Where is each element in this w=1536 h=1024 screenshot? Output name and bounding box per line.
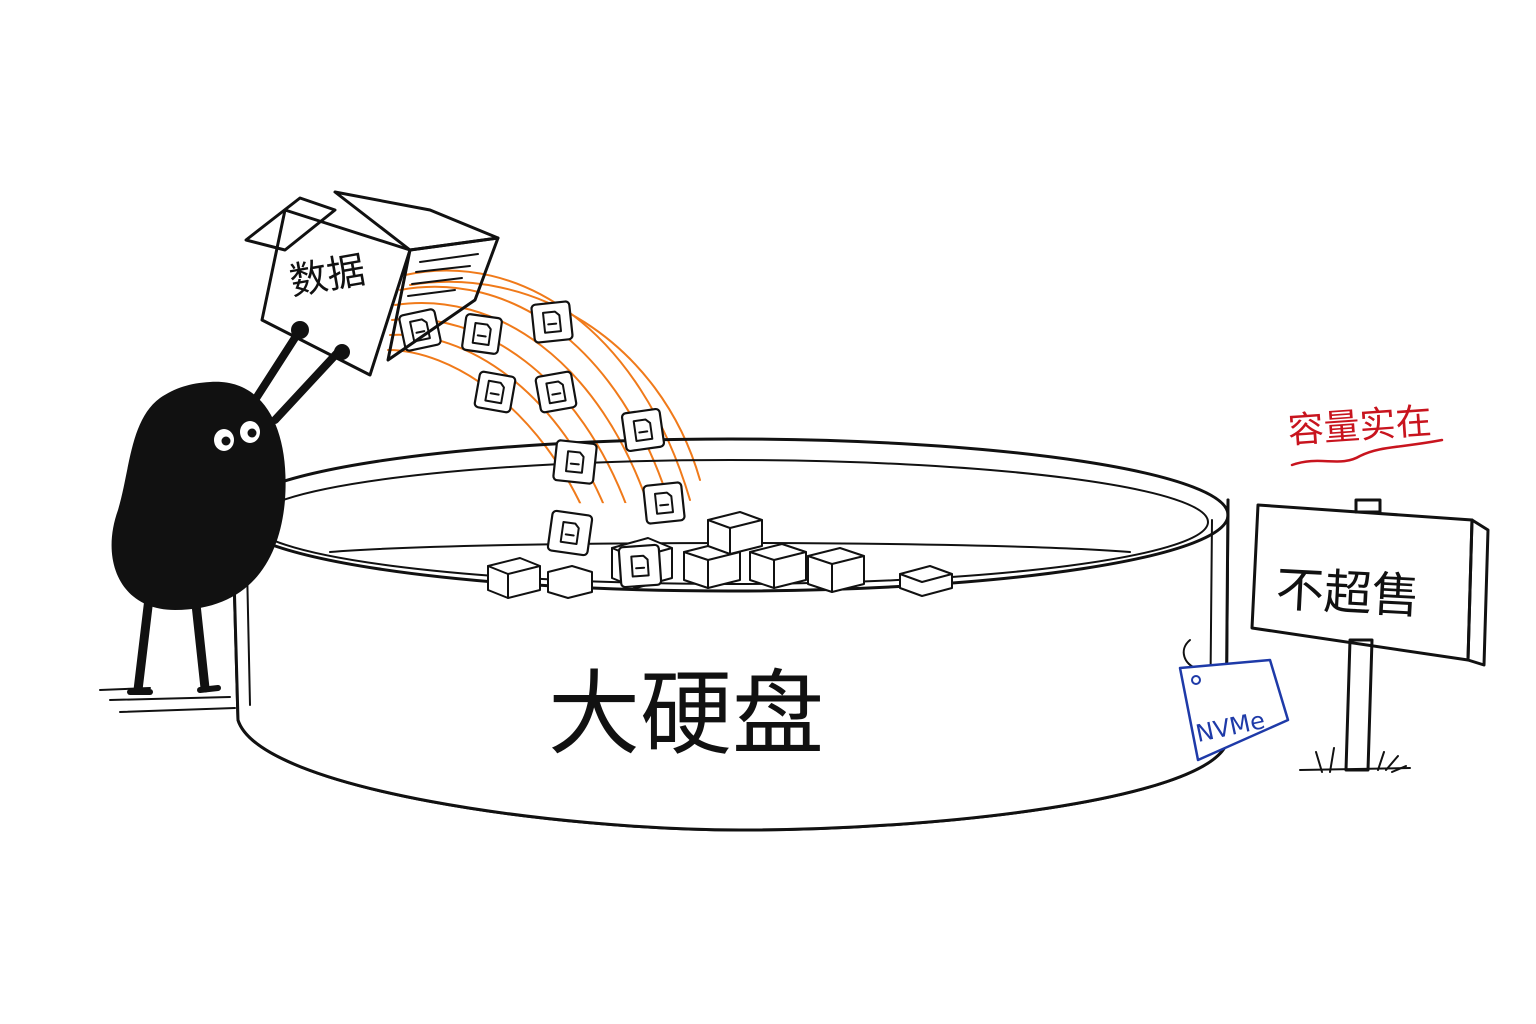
disk-label: 大硬盘 <box>548 661 824 768</box>
capacity-note-label: 容量实在 <box>1287 401 1434 452</box>
file-icon <box>530 300 574 344</box>
file-icon <box>534 370 578 414</box>
hard-disk <box>230 437 1230 832</box>
file-icon <box>546 509 594 557</box>
file-icon <box>461 313 503 355</box>
cube <box>487 557 541 599</box>
sign-label: 不超售 <box>1274 562 1421 625</box>
nvme-tag: NVMe <box>1178 639 1290 762</box>
cube <box>749 543 807 589</box>
capacity-note: 容量实在 <box>1287 401 1444 467</box>
black-blob-character <box>111 321 350 695</box>
falling-files <box>398 300 686 589</box>
wooden-sign: 不超售 <box>1250 498 1490 773</box>
file-icon <box>552 439 598 485</box>
file-icon <box>473 370 517 414</box>
cube <box>807 547 865 593</box>
box-label: 数据 <box>286 247 369 304</box>
file-icon <box>617 543 663 589</box>
file-icon <box>642 481 686 525</box>
cube <box>547 565 593 599</box>
file-icon <box>398 308 442 352</box>
file-icon <box>620 407 666 453</box>
cube <box>707 511 763 555</box>
cube <box>899 565 953 597</box>
